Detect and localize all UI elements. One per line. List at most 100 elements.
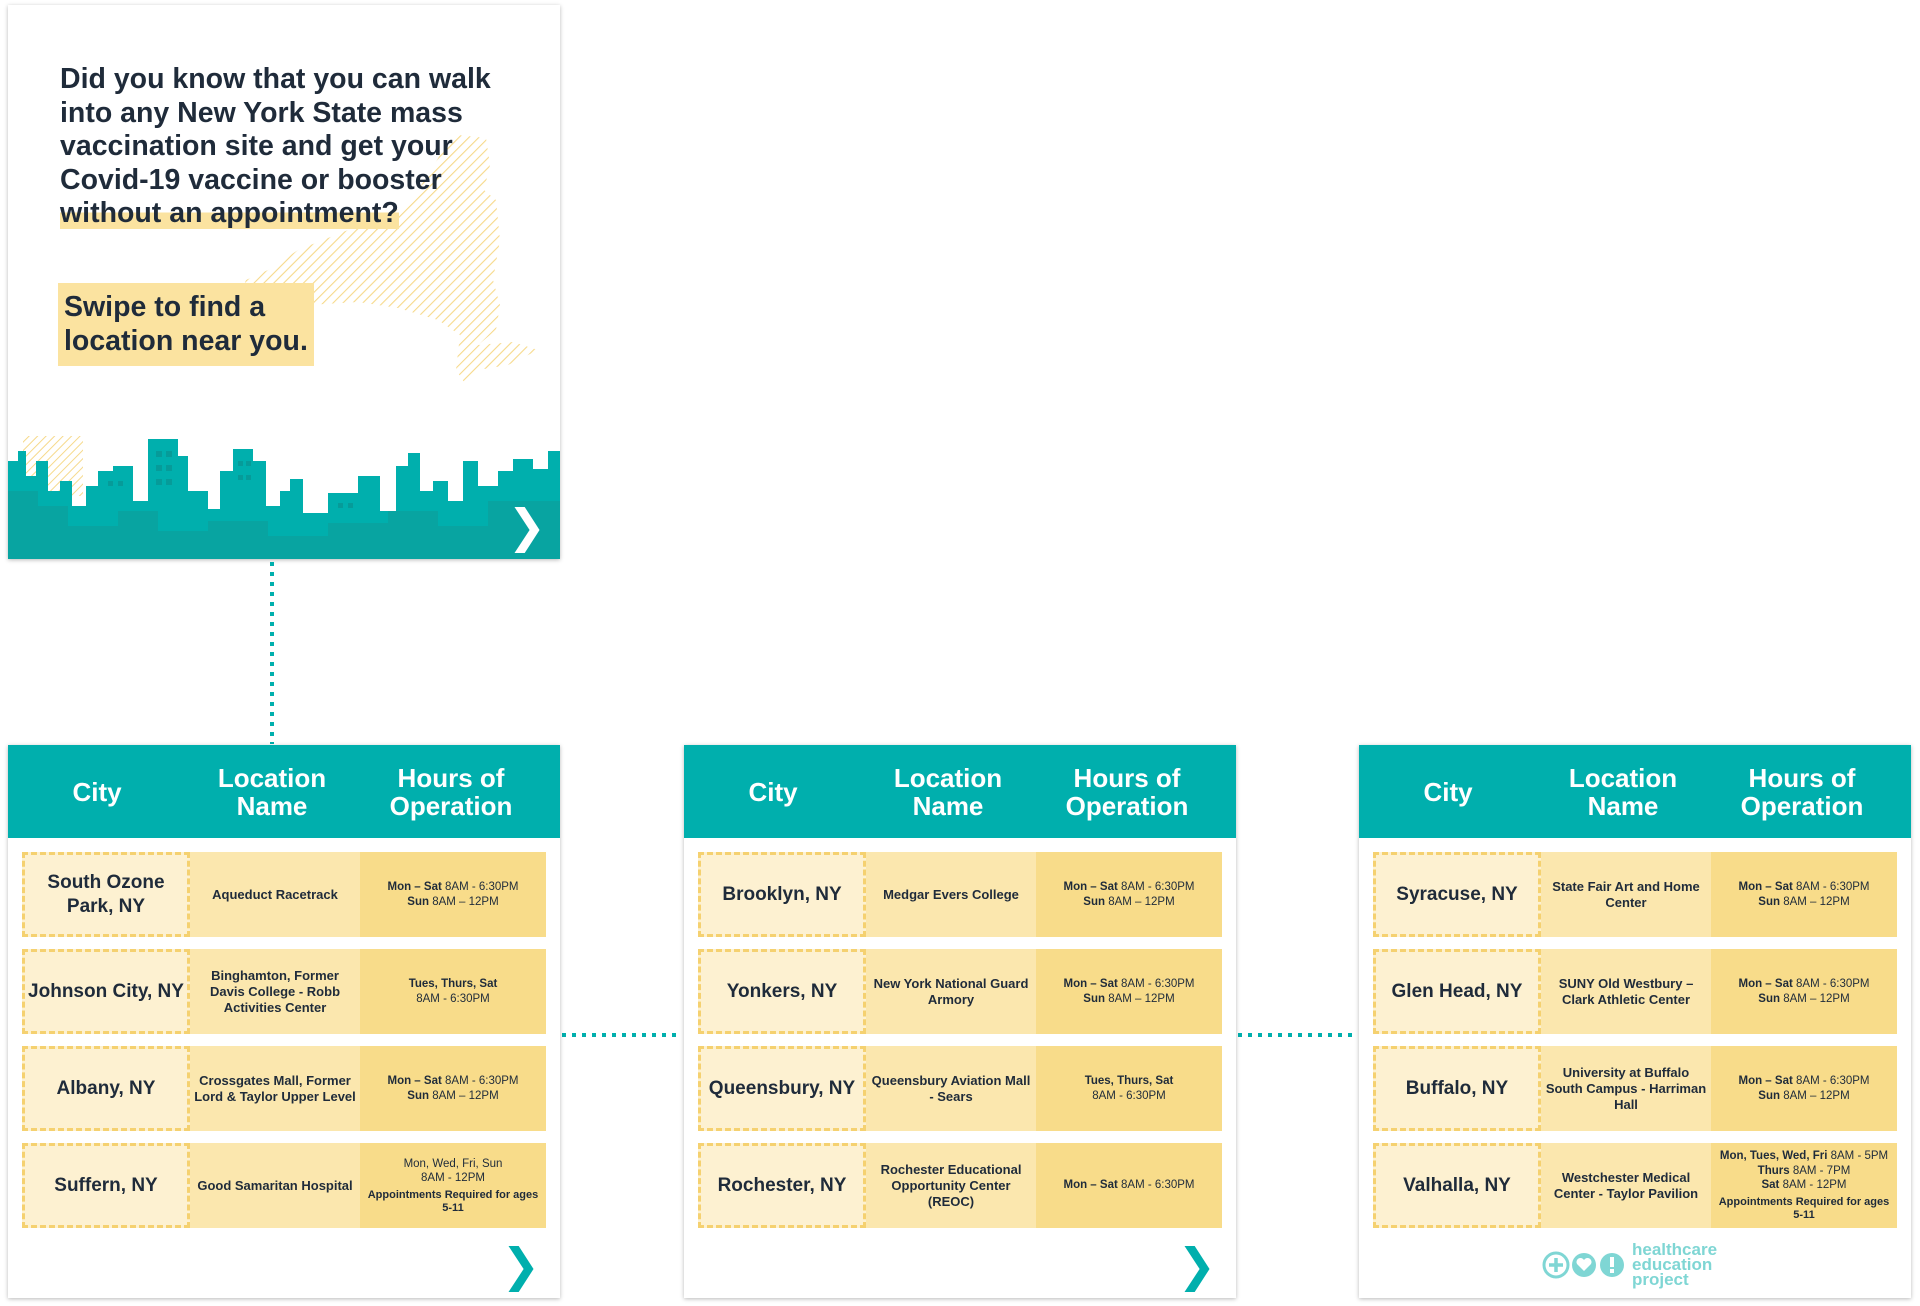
- hours-line: Sun 8AM – 12PM: [1738, 1089, 1869, 1104]
- hours-days: Mon – Sat: [1738, 978, 1796, 990]
- location-name-cell: Aqueduct Racetrack: [190, 852, 360, 937]
- hours-line: Thurs 8AM - 7PM: [1714, 1164, 1894, 1179]
- hours-line: Mon, Tues, Wed, Fri 8AM - 5PM: [1714, 1149, 1894, 1164]
- hours-time: 8AM – 12PM: [1108, 895, 1175, 908]
- header-location-name: Location Name: [893, 762, 1003, 821]
- hours-days: Sun: [407, 895, 433, 908]
- hours-line: Mon – Sat 8AM - 6:30PM: [387, 880, 518, 895]
- intro-question-text: Did you know that you can walk into any …: [60, 63, 491, 196]
- hours-time: 8AM – 12PM: [1783, 895, 1850, 908]
- hours-days: Sun: [407, 1089, 433, 1102]
- location-name-cell: Good Samaritan Hospital: [190, 1143, 360, 1228]
- hours-time: 8AM – 12PM: [1783, 992, 1850, 1005]
- next-arrow-icon[interactable]: ❯: [507, 499, 546, 553]
- header-city: City: [72, 776, 122, 807]
- hours-line: Mon, Wed, Fri, Sun: [363, 1157, 543, 1172]
- swipe-prompt: Swipe to find a location near you.: [58, 283, 314, 366]
- header-city: City: [1423, 776, 1473, 807]
- hours-line: 8AM - 6:30PM: [1085, 1089, 1174, 1104]
- hours-line: Mon – Sat 8AM - 6:30PM: [1738, 977, 1869, 992]
- city-cell: Queensbury, NY: [698, 1046, 866, 1131]
- hours-time: 8AM - 12PM: [421, 1172, 485, 1184]
- hours-time: 8AM - 6:30PM: [1796, 1075, 1870, 1087]
- hours-line: Sun 8AM – 12PM: [387, 1089, 518, 1104]
- hours-days: Thurs: [1757, 1164, 1793, 1177]
- location-name-cell: Binghamton, Former Davis College - Robb …: [190, 949, 360, 1034]
- hours-days: Tues, Thurs, Sat: [1084, 1075, 1174, 1087]
- logo-line-1: healthcare: [1632, 1240, 1718, 1259]
- city-cell: Yonkers, NY: [698, 949, 866, 1034]
- city-cell: Valhalla, NY: [1373, 1143, 1541, 1228]
- hours-days: Mon – Sat: [1063, 978, 1121, 990]
- header-hours-of-operation: Hours of Operation: [1065, 762, 1189, 821]
- hours-time: 8AM – 12PM: [432, 1089, 499, 1102]
- hours-time: 8AM - 6:30PM: [1796, 978, 1870, 990]
- hours-time: 8AM - 6:30PM: [1092, 1089, 1166, 1102]
- hours-line: Sat 8AM - 12PM: [1714, 1178, 1894, 1193]
- city-cell: Suffern, NY: [22, 1143, 190, 1228]
- locations-panel-3: City Location Name Hours of Operation Sy…: [1359, 745, 1911, 1298]
- hours-line: Sun 8AM – 12PM: [387, 895, 518, 910]
- table-header: City Location Name Hours of Operation: [1359, 745, 1911, 838]
- hours-days: Mon – Sat: [1738, 1075, 1796, 1087]
- hours-days: Tues, Thurs, Sat: [408, 978, 498, 990]
- hours-days: Mon – Sat: [1063, 1179, 1121, 1192]
- hours-time: 8AM - 6:30PM: [1121, 1179, 1195, 1192]
- hours-time: 8AM - 6:30PM: [1796, 881, 1870, 893]
- logo-line-3: project: [1632, 1270, 1689, 1289]
- new-york-state-map-graphic: [238, 135, 538, 385]
- hours-days: Sun: [1083, 992, 1109, 1005]
- header-location-name: Location Name: [217, 762, 327, 821]
- hours-line: Mon – Sat 8AM - 6:30PM: [1738, 1074, 1869, 1089]
- next-arrow-icon[interactable]: ❯: [1177, 1238, 1216, 1292]
- hours-line: 8AM - 6:30PM: [409, 992, 498, 1007]
- hours-cell: Mon – Sat 8AM - 6:30PM: [1036, 1143, 1222, 1228]
- hours-days: Sat: [1761, 1179, 1783, 1192]
- hours-days: Mon – Sat: [387, 881, 445, 893]
- hours-days: Mon – Sat: [1738, 881, 1796, 893]
- city-cell: Syracuse, NY: [1373, 852, 1541, 937]
- hours-line: Tues, Thurs, Sat: [409, 977, 498, 992]
- hours-line: Mon – Sat 8AM - 6:30PM: [1738, 880, 1869, 895]
- hours-time: 8AM - 6:30PM: [1121, 881, 1195, 893]
- location-name-cell: Queensbury Aviation Mall - Sears: [866, 1046, 1036, 1131]
- hours-days: Mon – Sat: [1063, 881, 1121, 893]
- hours-days: Sun: [1758, 1089, 1784, 1102]
- locations-panel-2: City Location Name Hours of Operation Br…: [684, 745, 1236, 1298]
- hours-line: Tues, Thurs, Sat: [1085, 1074, 1174, 1089]
- hours-time: 8AM - 6:30PM: [445, 1075, 519, 1087]
- header-location-name: Location Name: [1568, 762, 1678, 821]
- hours-time: 8AM - 6:30PM: [416, 992, 490, 1005]
- location-name-cell: Crossgates Mall, Former Lord & Taylor Up…: [190, 1046, 360, 1131]
- logo-icons: [1542, 1251, 1624, 1278]
- city-cell: Albany, NY: [22, 1046, 190, 1131]
- hours-line: 8AM - 12PM: [363, 1171, 543, 1186]
- locations-panel-1: City Location Name Hours of Operation So…: [8, 745, 560, 1298]
- hours-line: Sun 8AM – 12PM: [1738, 895, 1869, 910]
- table-header: City Location Name Hours of Operation: [8, 745, 560, 838]
- next-arrow-icon[interactable]: ❯: [501, 1238, 540, 1292]
- hours-time: 8AM - 5PM: [1830, 1150, 1889, 1163]
- hours-line: Sun 8AM – 12PM: [1738, 992, 1869, 1007]
- appointment-note: Appointments Required for ages 5-11: [367, 1188, 539, 1214]
- hours-days: Mon, Tues, Wed, Fri: [1719, 1150, 1831, 1163]
- hours-line: Mon – Sat 8AM - 6:30PM: [1063, 977, 1194, 992]
- hours-time: 8AM – 12PM: [432, 895, 499, 908]
- header-hours-of-operation: Hours of Operation: [389, 762, 513, 821]
- appointment-note: Appointments Required for ages 5-11: [1718, 1195, 1890, 1221]
- connector-panel1-panel2: [562, 1033, 682, 1037]
- intro-card: Did you know that you can walk into any …: [8, 5, 560, 559]
